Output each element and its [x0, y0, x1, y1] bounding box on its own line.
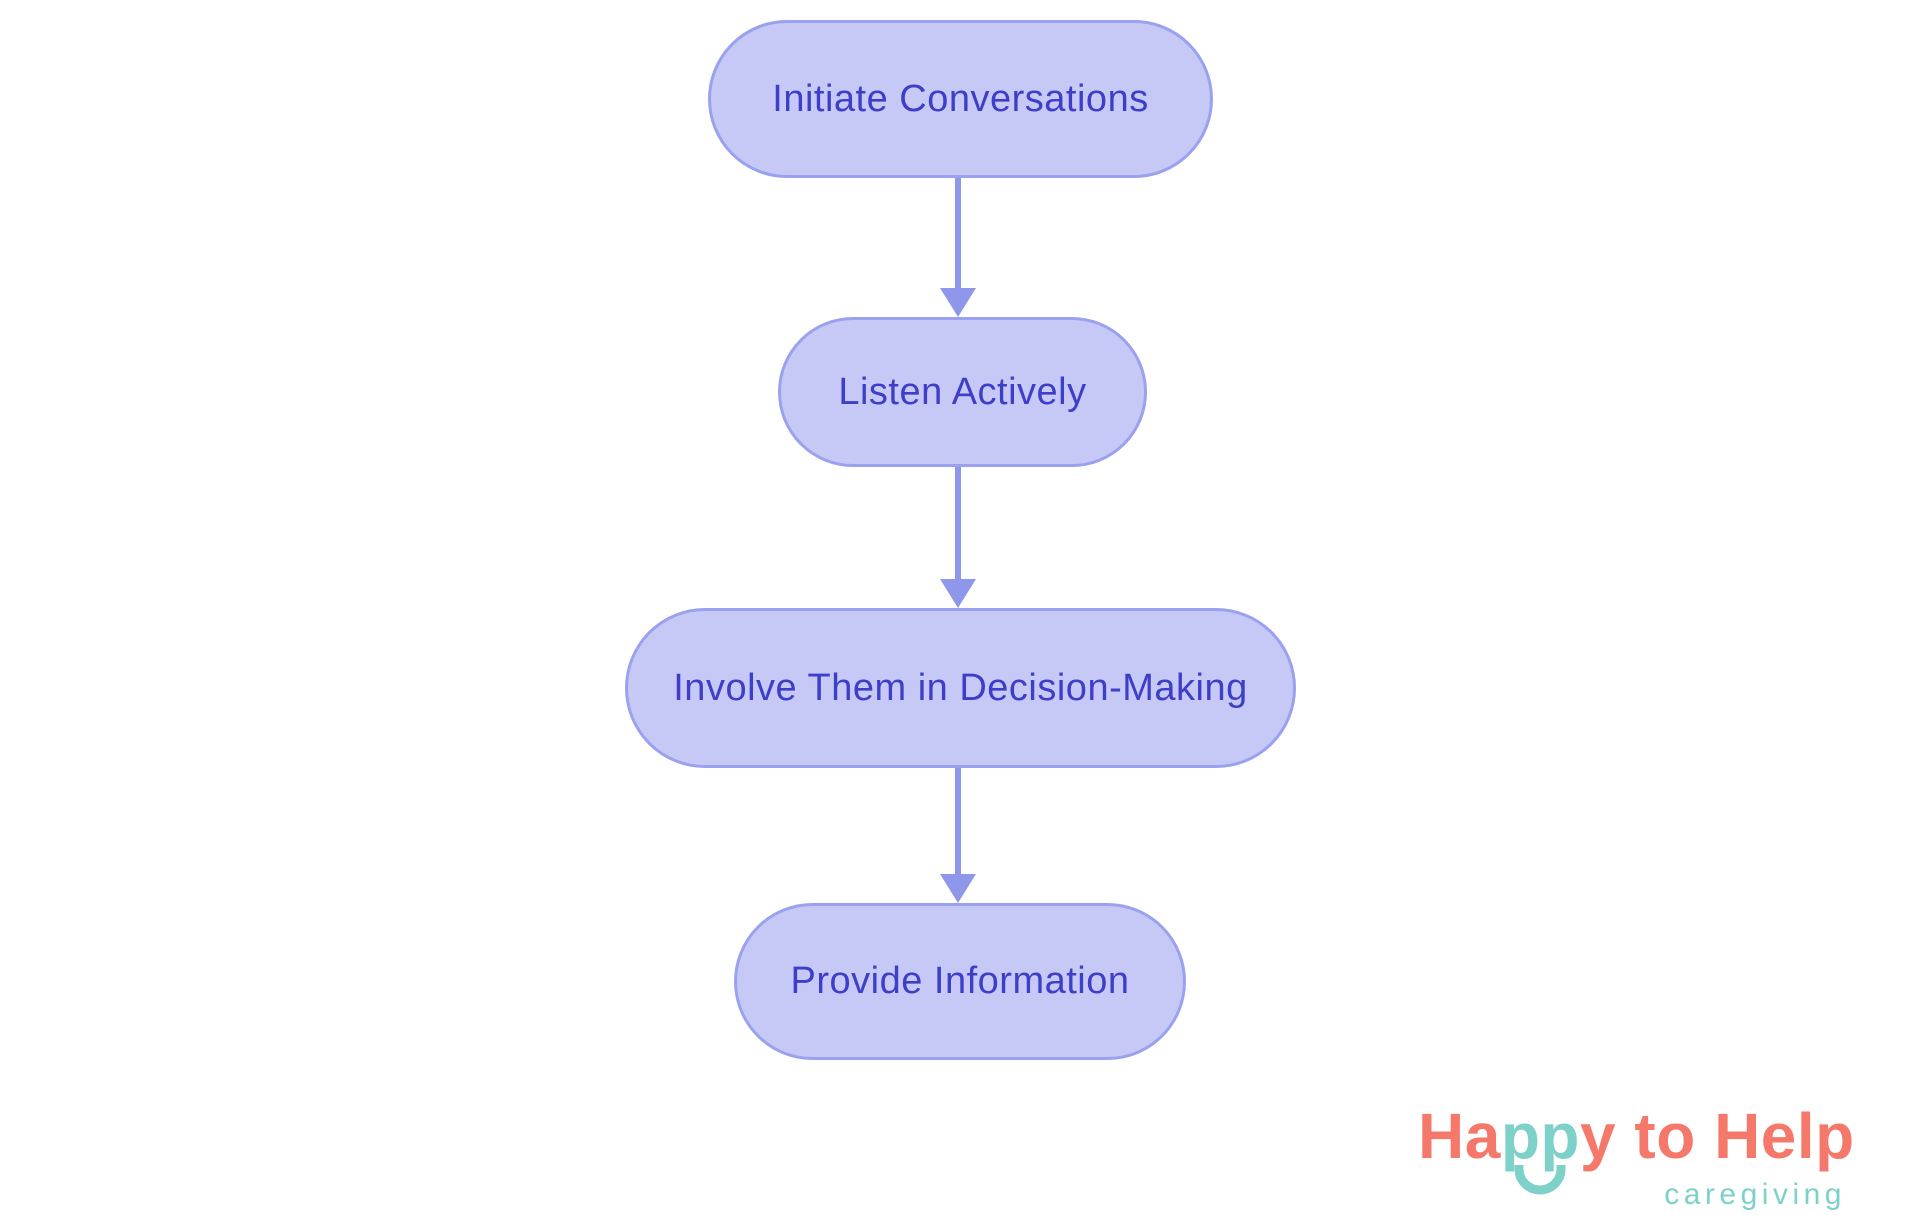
flow-node-listen-actively: Listen Actively — [778, 317, 1147, 467]
logo-text-to-help: to Help — [1616, 1100, 1855, 1172]
arrow-head — [940, 579, 976, 608]
logo-subtitle: caregiving — [1664, 1178, 1846, 1211]
arrow-down-icon — [940, 768, 976, 903]
logo-text-pp: pp — [1501, 1104, 1580, 1195]
arrow-head — [940, 288, 976, 317]
arrow-stem — [955, 178, 961, 288]
logo-text-ha: Ha — [1418, 1100, 1501, 1172]
arrow-head — [940, 874, 976, 903]
arrow-stem — [955, 467, 961, 579]
flow-node-label: Listen Actively — [838, 370, 1087, 413]
flow-node-label: Provide Information — [790, 960, 1130, 1002]
flow-node-label: Initiate Conversations — [772, 77, 1149, 120]
smile-icon — [1514, 1165, 1566, 1195]
arrow-stem — [955, 768, 961, 874]
arrow-down-icon — [940, 178, 976, 317]
flow-node-label: Involve Them in Decision-Making — [673, 666, 1248, 709]
flow-node-involve-decision-making: Involve Them in Decision-Making — [625, 608, 1296, 768]
logo-text-y: y — [1580, 1100, 1617, 1172]
flow-node-provide-information: Provide Information — [734, 903, 1186, 1060]
flow-node-initiate-conversations: Initiate Conversations — [708, 20, 1213, 178]
arrow-down-icon — [940, 467, 976, 608]
